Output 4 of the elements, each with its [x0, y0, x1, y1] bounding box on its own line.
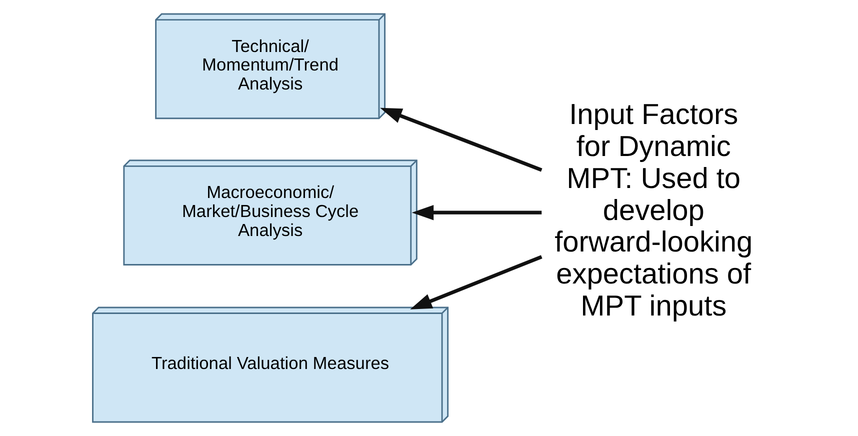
- arrow: [380, 108, 542, 172]
- node-text: Input Factors for Dynamic MPT: Used to develop forward-looking expectations of MPT inputs: [554, 99, 753, 322]
- arrow: [410, 255, 542, 310]
- arrow: [412, 204, 542, 220]
